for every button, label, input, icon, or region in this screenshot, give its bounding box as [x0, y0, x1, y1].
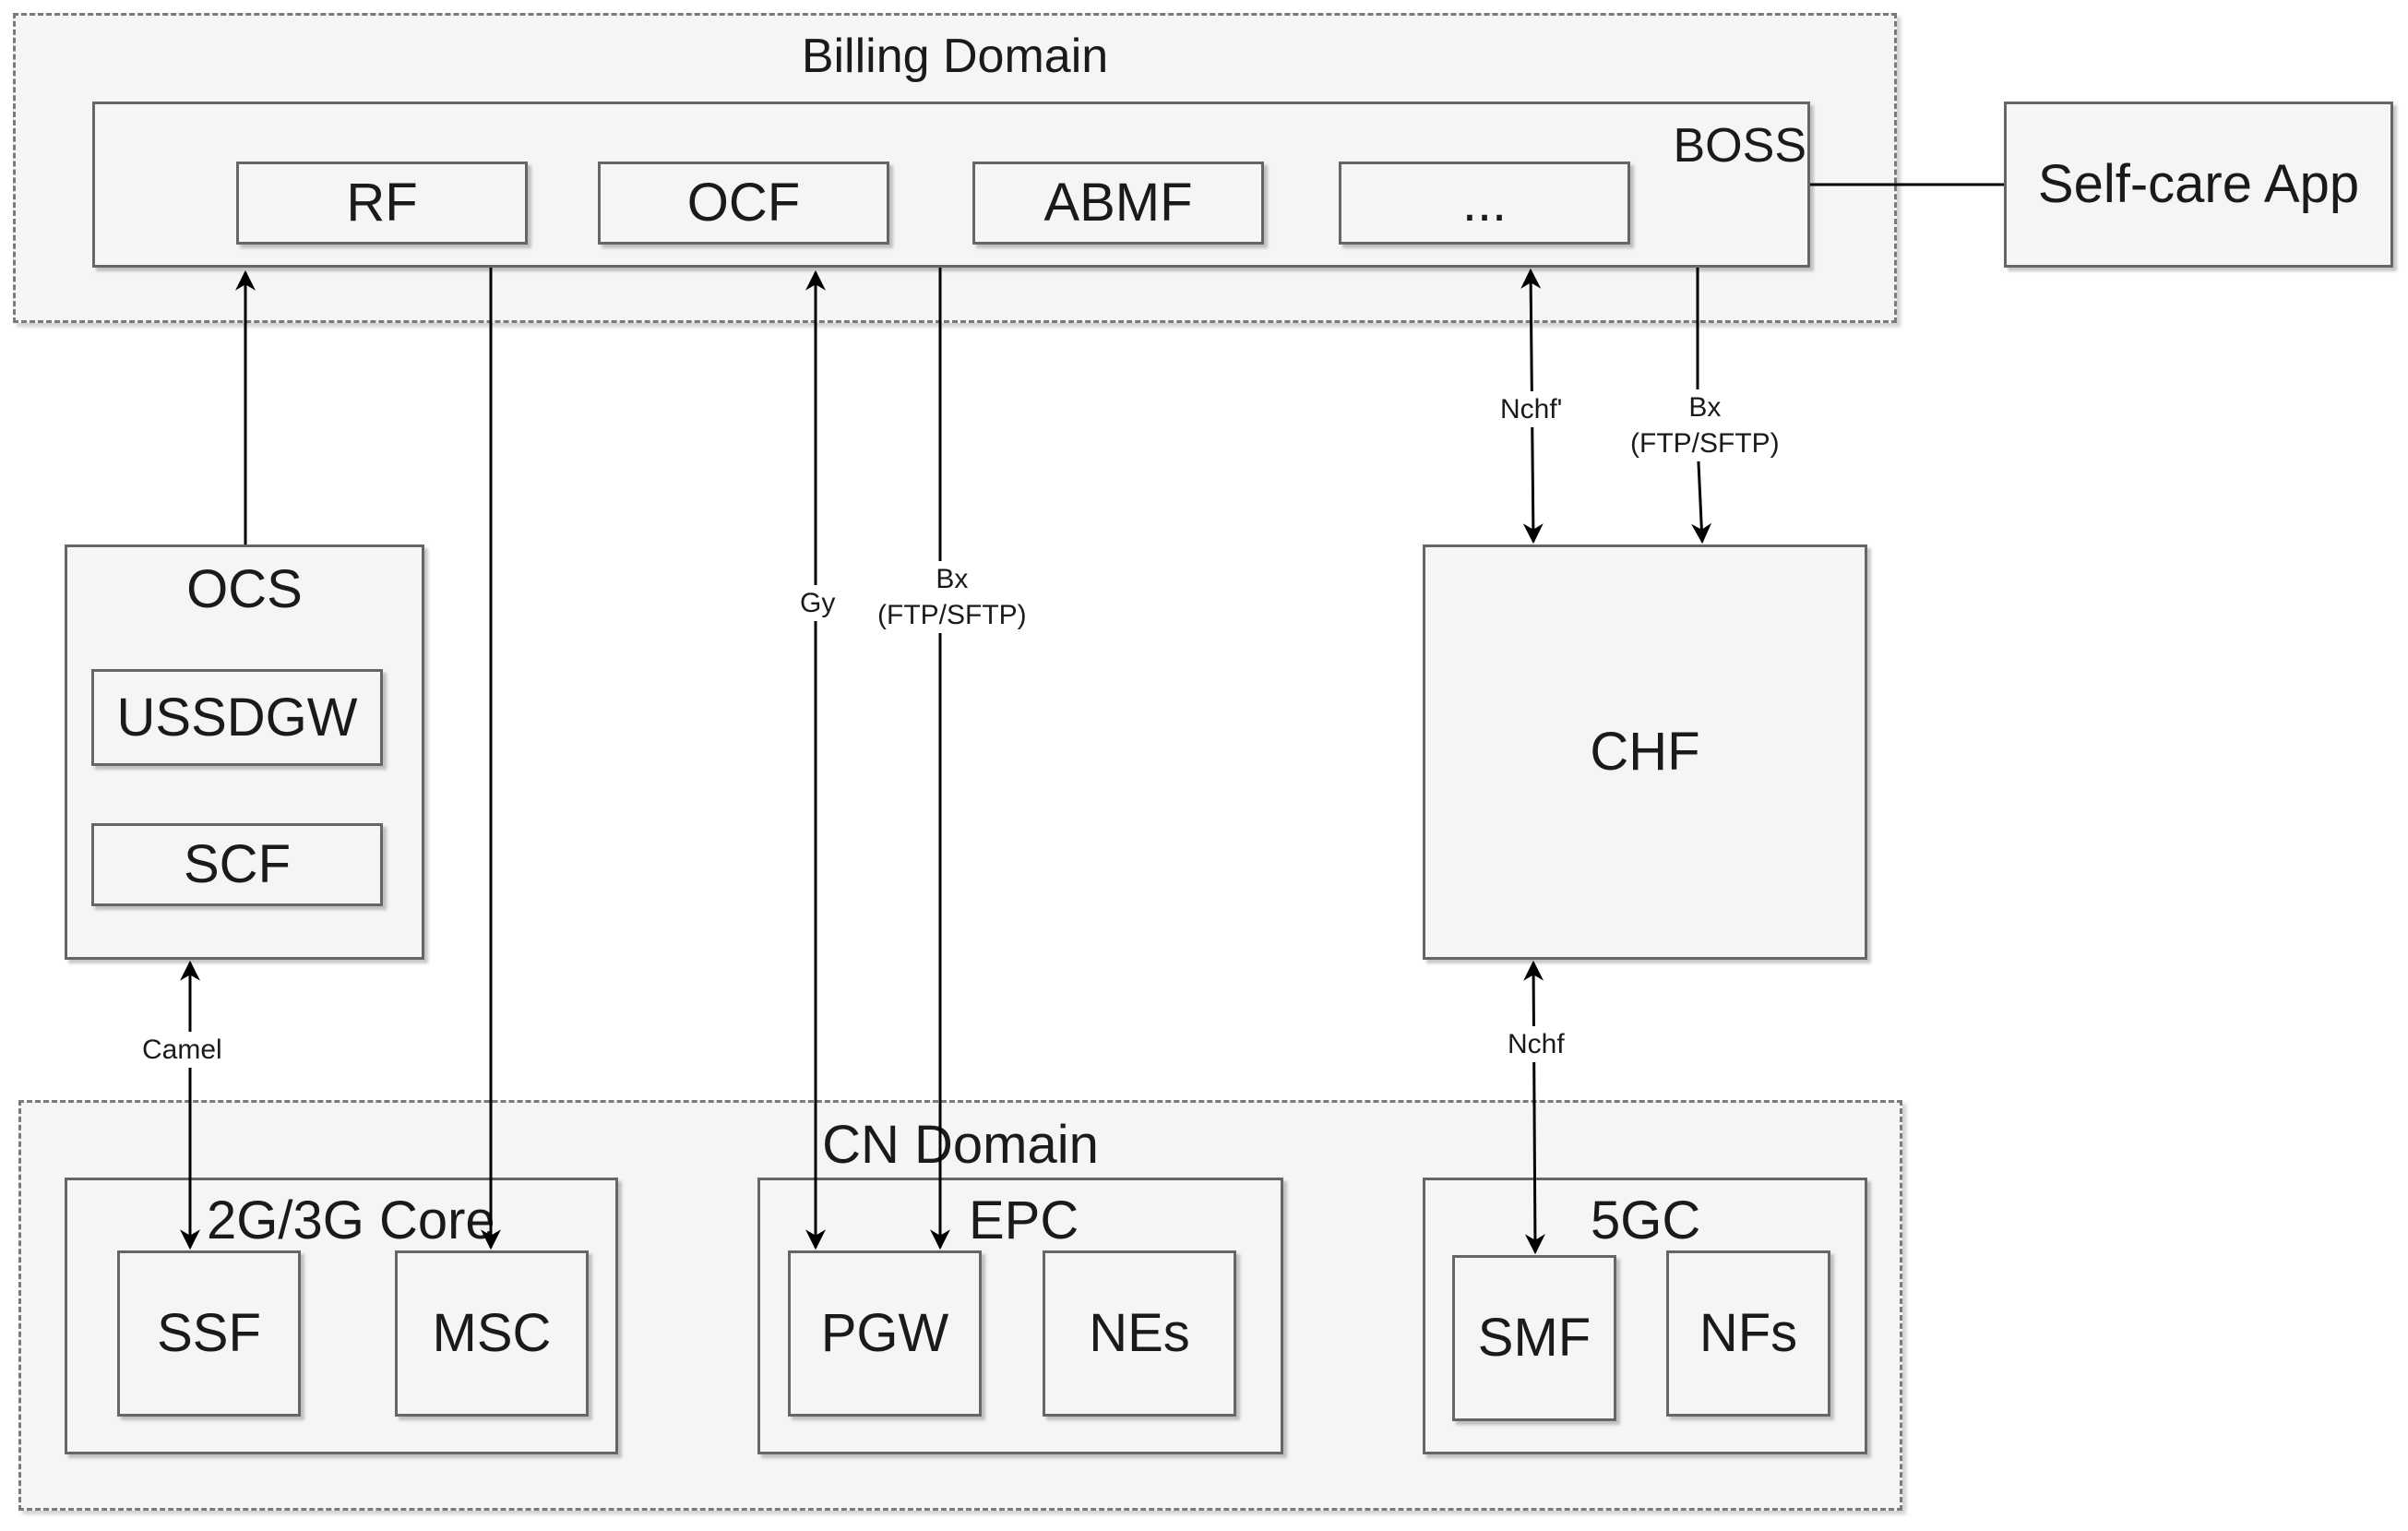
ocs-title: OCS	[186, 559, 303, 619]
scf-box: SCF	[91, 823, 383, 906]
bx-epc-label: Bx (FTP/SFTP)	[876, 561, 1029, 633]
camel-label: Camel	[140, 1032, 224, 1068]
more-box: ...	[1339, 161, 1630, 245]
ussdgw-box: USSDGW	[91, 669, 383, 766]
rf-box: RF	[236, 161, 528, 245]
msc-box: MSC	[395, 1250, 589, 1417]
cn-domain-title: CN Domain	[822, 1115, 1099, 1175]
nes-box: NEs	[1043, 1250, 1236, 1417]
epc-title: EPC	[969, 1190, 1079, 1250]
nchf-prime-label: Nchf'	[1498, 391, 1565, 427]
ssf-box: SSF	[117, 1250, 301, 1417]
smf-box: SMF	[1452, 1255, 1616, 1421]
abmf-box: ABMF	[972, 161, 1264, 245]
gy-label: Gy	[798, 585, 838, 621]
nchf-label: Nchf	[1506, 1026, 1567, 1062]
boss-label: BOSS	[1673, 119, 1807, 173]
self-care-app-box: Self-care App	[2004, 102, 2393, 268]
pgw-box: PGW	[788, 1250, 982, 1417]
nfs-box: NFs	[1666, 1250, 1830, 1417]
chf-box: CHF	[1423, 544, 1867, 960]
core-2g3g-title: 2G/3G Core	[207, 1190, 495, 1250]
ocf-box: OCF	[598, 161, 889, 245]
bx-chf-label: Bx (FTP/SFTP)	[1628, 389, 1782, 461]
billing-domain-title: Billing Domain	[801, 30, 1109, 83]
core-5g-title: 5GC	[1591, 1190, 1701, 1250]
nchf-line	[1523, 960, 1545, 1255]
